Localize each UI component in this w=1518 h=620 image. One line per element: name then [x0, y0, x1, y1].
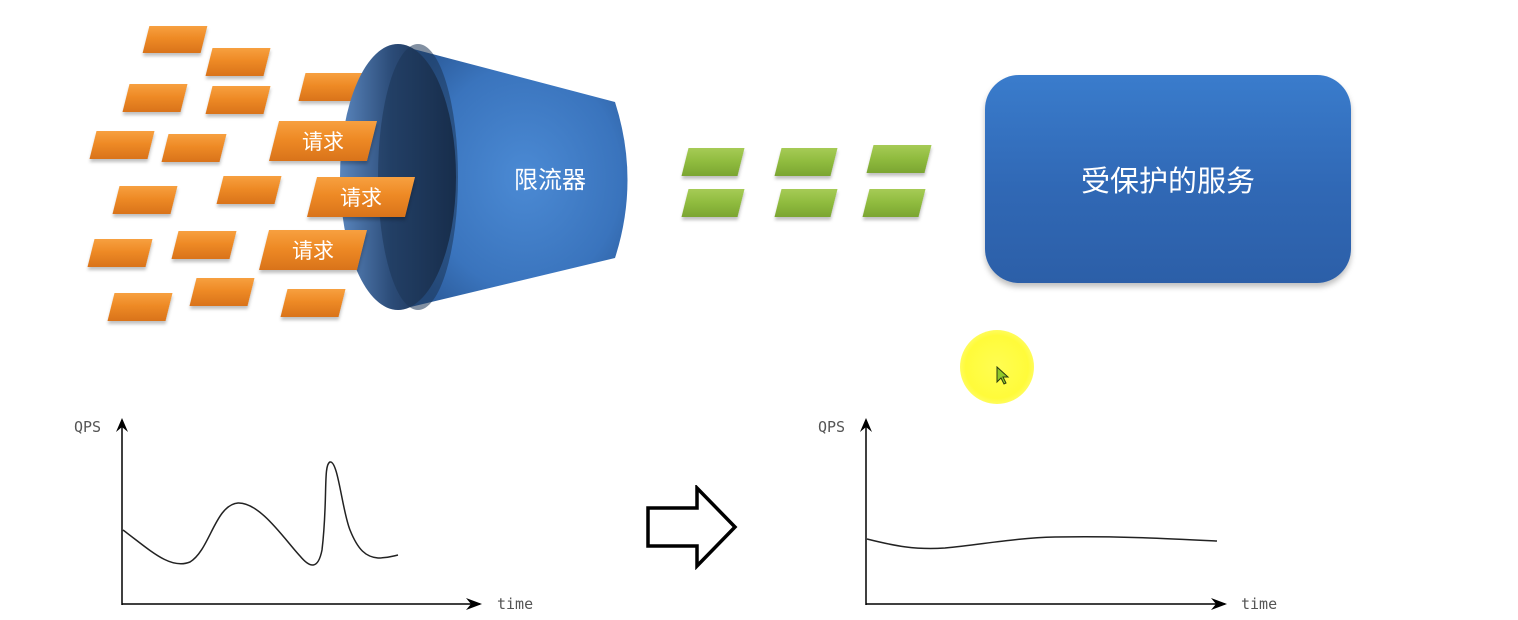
request-block [216, 176, 282, 204]
request-block [171, 231, 237, 259]
request-block-labeled: 请求 [269, 121, 377, 161]
passed-request-block [866, 145, 932, 173]
request-block-labeled: 请求 [307, 177, 415, 217]
request-block [205, 48, 271, 76]
right-arrow-outline-icon [646, 485, 738, 570]
right-qps-chart [860, 418, 1227, 610]
request-block [189, 278, 255, 306]
left-chart-x-label: time [497, 595, 534, 613]
request-block [142, 26, 208, 53]
request-label: 请求 [292, 239, 334, 263]
passed-request-block [774, 189, 838, 217]
left-chart-y-label: QPS [74, 418, 102, 436]
passed-request-block [681, 189, 745, 217]
limiter-funnel [340, 44, 628, 310]
left-qps-curve [122, 461, 399, 566]
request-block [89, 131, 155, 159]
request-block-labeled: 请求 [259, 230, 367, 270]
right-chart-x-label: time [1241, 595, 1278, 613]
request-block [122, 84, 188, 112]
request-block [205, 86, 271, 114]
request-label: 请求 [302, 130, 344, 154]
mouse-pointer-icon [996, 366, 1010, 385]
request-block [87, 239, 153, 267]
passed-request-block [862, 189, 926, 217]
request-block [112, 186, 178, 214]
request-block [161, 134, 227, 162]
limiter-label: 限流器 [514, 166, 586, 194]
right-chart-y-label: QPS [818, 418, 846, 436]
protected-service-box: 受保护的服务 [985, 75, 1351, 283]
passed-request-block [774, 148, 838, 176]
request-block [107, 293, 173, 321]
left-qps-chart [116, 418, 482, 610]
passed-request-block [681, 148, 745, 176]
right-qps-curve [866, 535, 1218, 550]
service-label: 受保护的服务 [1080, 164, 1255, 198]
request-label: 请求 [340, 186, 382, 210]
